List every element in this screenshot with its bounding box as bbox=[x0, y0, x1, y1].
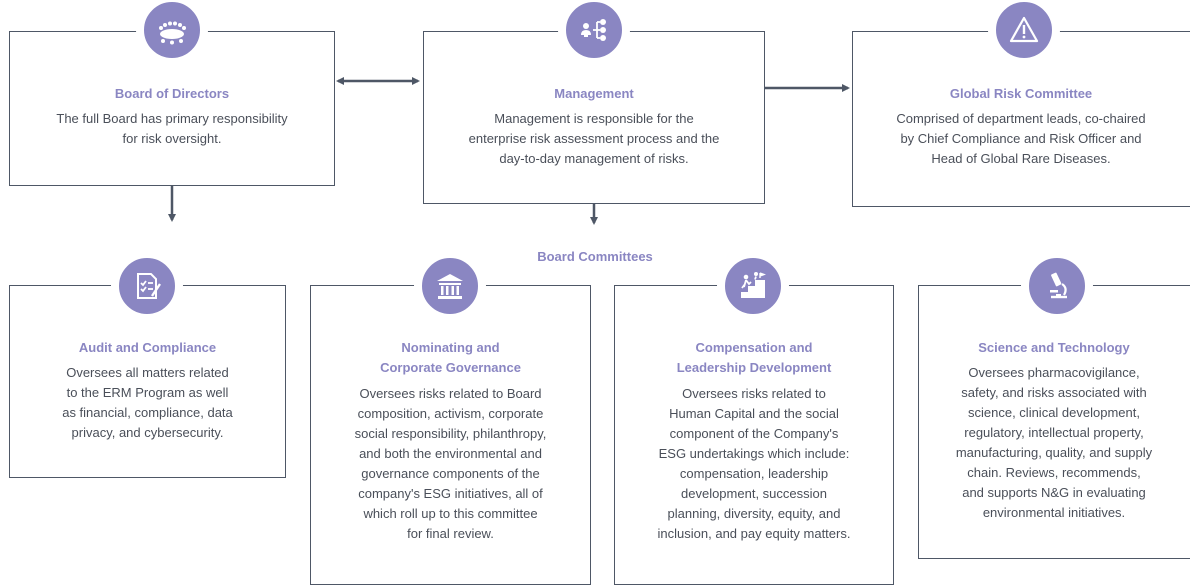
board-description: The full Board has primary responsibilit… bbox=[56, 111, 288, 146]
nominating-description: Oversees risks related to Board composit… bbox=[354, 386, 547, 541]
science-technology-box: Science and Technology Oversees pharmaco… bbox=[918, 285, 1190, 559]
warning-icon bbox=[988, 0, 1060, 66]
management-description: Management is responsible for the enterp… bbox=[468, 111, 720, 166]
science-title: Science and Technology bbox=[978, 340, 1130, 355]
compensation-description: Oversees risks related to Human Capital … bbox=[657, 386, 851, 541]
management-box: Management Management is responsible for… bbox=[423, 31, 765, 204]
nominating-governance-box: Nominating and Corporate Governance Over… bbox=[310, 285, 591, 585]
org-hierarchy-icon bbox=[558, 0, 630, 66]
grc-description: Comprised of department leads, co-chaire… bbox=[896, 111, 1146, 166]
microscope-icon bbox=[1021, 250, 1093, 322]
board-committees-label: Board Committees bbox=[537, 249, 653, 264]
connector-arrows bbox=[168, 77, 850, 225]
compensation-leadership-box: Compensation and Leadership Development … bbox=[614, 285, 894, 585]
climbing-stairs-icon bbox=[717, 250, 789, 322]
compensation-title: Compensation and Leadership Development bbox=[676, 340, 832, 375]
document-checklist-icon bbox=[111, 250, 183, 322]
board-title: Board of Directors bbox=[114, 86, 230, 101]
audit-title: Audit and Compliance bbox=[78, 340, 217, 355]
nominating-title: Nominating and Corporate Governance bbox=[380, 340, 521, 375]
audit-description: Oversees all matters related to the ERM … bbox=[62, 365, 233, 440]
grc-title: Global Risk Committee bbox=[949, 86, 1093, 101]
boardroom-icon bbox=[136, 0, 208, 66]
institution-icon bbox=[414, 250, 486, 322]
science-description: Oversees pharmacovigilance, safety, and … bbox=[955, 365, 1153, 520]
management-title: Management bbox=[554, 86, 634, 101]
